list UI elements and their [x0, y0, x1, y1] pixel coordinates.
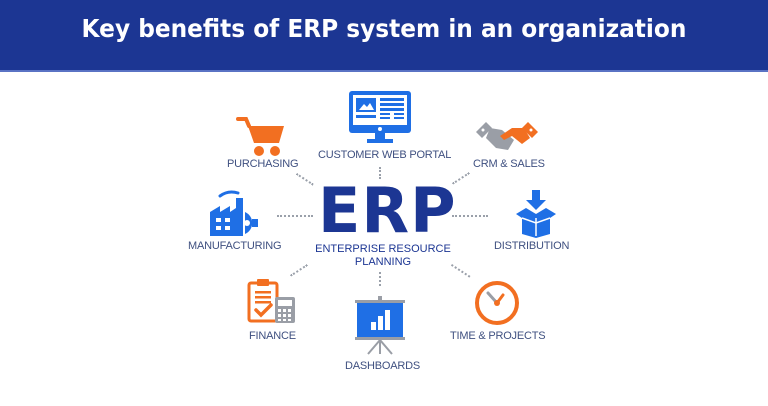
- erp-subtitle-line2: PLANNING: [354, 256, 412, 268]
- connector-manufacturing: [277, 215, 313, 217]
- connector-customer-web-portal: [379, 167, 381, 179]
- factory-icon: [210, 190, 258, 236]
- box-arrow-icon: [516, 190, 556, 238]
- handshake-icon: [476, 122, 538, 150]
- connector-purchasing: [295, 173, 314, 186]
- connector-dashboards: [379, 272, 381, 286]
- page-title: Key benefits of ERP system in an organiz…: [81, 14, 687, 43]
- erp-acronym: ERP: [318, 174, 457, 247]
- erp-subtitle-line1: ENTERPRISE RESOURCE: [315, 243, 451, 255]
- connector-time-projects: [450, 264, 471, 278]
- node-label: FINANCE: [249, 330, 296, 342]
- clipboard-calculator-icon: [247, 279, 295, 323]
- erp-subtitle: ENTERPRISE RESOURCE PLANNING: [315, 243, 451, 269]
- monitor-icon: [349, 91, 411, 143]
- node-label: PURCHASING: [227, 158, 299, 170]
- shopping-cart-icon: [236, 117, 284, 156]
- node-label: TIME & PROJECTS: [450, 330, 546, 342]
- node-label: CUSTOMER WEB PORTAL: [318, 149, 452, 161]
- node-label: DASHBOARDS: [345, 360, 421, 372]
- node-label: CRM & SALES: [473, 158, 545, 170]
- node-label: DISTRIBUTION: [494, 240, 570, 252]
- connector-finance: [290, 264, 308, 277]
- node-label: MANUFACTURING: [188, 240, 282, 252]
- connector-distribution: [452, 215, 488, 217]
- header-banner: Key benefits of ERP system in an organiz…: [0, 0, 768, 72]
- clock-icon: [475, 281, 519, 325]
- presentation-chart-icon: [355, 296, 405, 355]
